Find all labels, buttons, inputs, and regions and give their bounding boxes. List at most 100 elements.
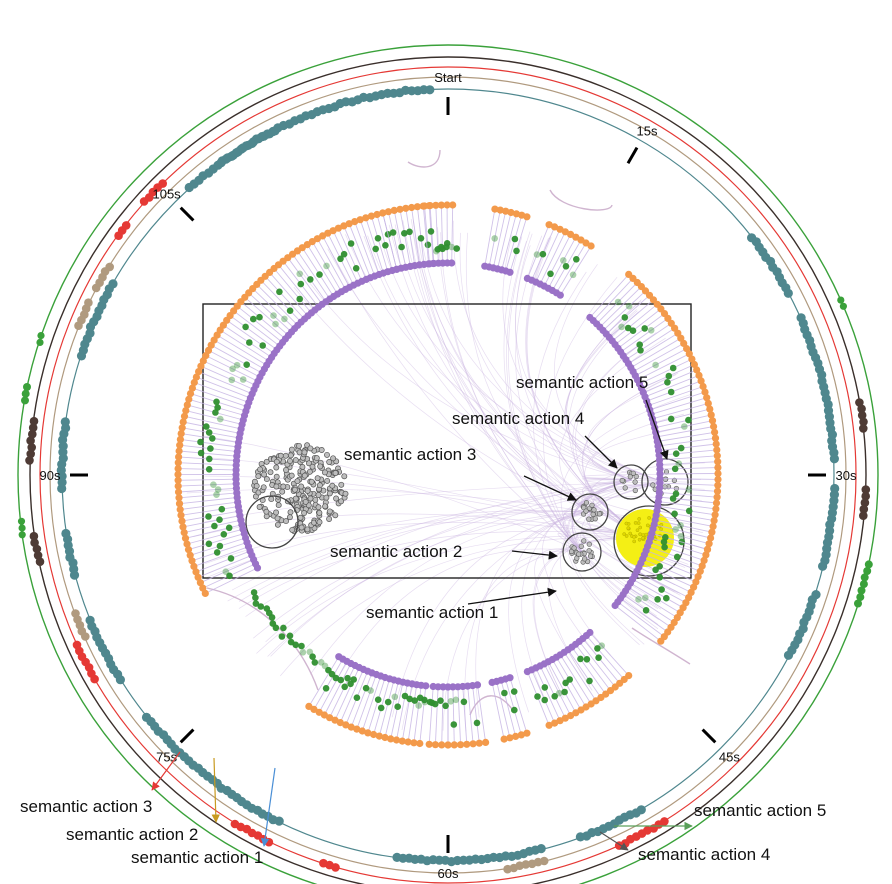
track-point: [839, 302, 848, 310]
frame-node: [712, 505, 720, 513]
track-point: [85, 615, 95, 625]
green-node: [347, 680, 354, 688]
frame-node: [379, 209, 387, 217]
green-node: [675, 460, 683, 467]
track-point: [319, 858, 328, 868]
purple-node: [611, 601, 619, 610]
cluster-node: [637, 537, 642, 542]
frame-node: [700, 556, 708, 565]
frame-link: [434, 686, 439, 745]
frame-link: [657, 437, 716, 447]
time-tick-label: 30s: [836, 468, 857, 483]
loop-connection: [206, 587, 319, 691]
frame-node: [690, 360, 699, 369]
green-node: [213, 398, 220, 406]
cluster-node: [301, 510, 308, 516]
frame-node: [381, 733, 389, 742]
green-node: [636, 341, 643, 349]
frame-node: [709, 522, 717, 531]
frame-link: [273, 268, 312, 314]
green-node: [594, 645, 601, 652]
frame-node: [356, 216, 364, 224]
green-node: [595, 654, 602, 661]
frame-node: [556, 717, 564, 725]
cluster-node: [633, 521, 638, 525]
frame-node: [713, 493, 721, 501]
frame-link: [452, 686, 455, 745]
frame-node: [425, 202, 433, 210]
frame-link: [236, 305, 283, 343]
cluster-node: [591, 507, 597, 513]
track-point: [105, 262, 114, 272]
frame-node: [713, 487, 722, 495]
link-curve: [394, 224, 633, 481]
cluster-node: [333, 495, 340, 502]
green-node: [533, 251, 541, 258]
frame-node: [714, 458, 722, 466]
cluster-node: [279, 488, 286, 495]
frame-link: [361, 675, 382, 732]
frame-link: [637, 353, 690, 381]
link-curve: [301, 271, 633, 481]
cluster-node: [338, 498, 345, 505]
frame-link: [435, 205, 439, 264]
cluster-node: [632, 539, 637, 544]
cluster-node: [647, 516, 651, 520]
cluster-node: [280, 483, 287, 490]
frame-link: [559, 245, 592, 296]
frame-link: [547, 236, 577, 289]
frame-link: [491, 682, 505, 740]
green-node: [276, 288, 283, 296]
frame-node: [375, 732, 383, 740]
purple-node: [429, 259, 437, 268]
green-node: [569, 271, 577, 279]
annotation-arrow: [523, 475, 577, 501]
link-curve: [506, 240, 583, 553]
cluster-node: [296, 442, 302, 449]
frame-node: [396, 205, 404, 213]
frame-node: [425, 740, 433, 748]
track-point: [856, 593, 865, 602]
track-dark-ring: [29, 56, 867, 884]
green-node: [661, 543, 668, 551]
link-curve: [503, 236, 583, 553]
inner-annotation-label: semantic action 3: [344, 445, 476, 464]
purple-node: [556, 291, 564, 299]
frame-link: [178, 487, 237, 493]
link-curve: [327, 244, 583, 553]
link-curve: [253, 481, 665, 639]
cluster-node: [324, 477, 331, 484]
cluster-node: [330, 455, 337, 462]
frame-link: [596, 282, 638, 325]
green-node: [272, 320, 279, 328]
link-curve: [363, 235, 591, 513]
frame-node: [697, 377, 705, 385]
cluster-node: [260, 484, 267, 491]
link-curve: [270, 511, 591, 657]
frame-node: [353, 725, 361, 733]
frame-link: [317, 238, 346, 290]
cluster-node: [306, 468, 313, 475]
link-curve: [584, 413, 684, 539]
link-curve: [280, 536, 646, 677]
green-node: [220, 531, 228, 538]
track-point: [857, 404, 866, 414]
green-node: [656, 574, 664, 581]
frame-node: [701, 388, 709, 396]
track-point: [71, 609, 80, 618]
frame-node: [370, 730, 378, 739]
frame-link: [509, 216, 528, 273]
frame-link: [531, 669, 556, 724]
cluster-node: [274, 515, 281, 522]
frame-link: [185, 410, 243, 425]
green-node: [205, 429, 213, 436]
annotation-arrow: [511, 550, 558, 560]
frame-node: [390, 206, 398, 214]
track-annotation-arrow: [211, 757, 220, 823]
track-point: [158, 179, 167, 188]
cluster-node: [268, 496, 275, 503]
frame-node: [176, 441, 184, 449]
link-curve: [193, 513, 646, 539]
frame-link: [370, 215, 389, 272]
frame-link: [329, 665, 356, 718]
